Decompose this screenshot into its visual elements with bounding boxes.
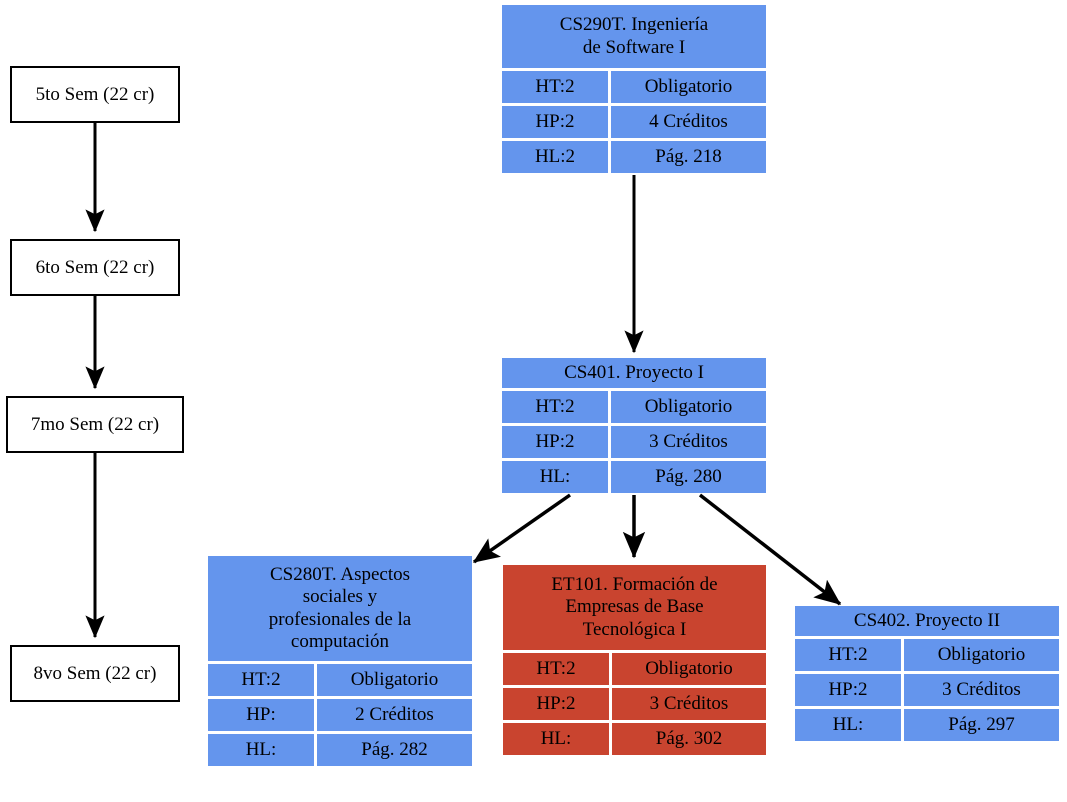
semester-box-7mo[interactable]: 7mo Sem (22 cr) [6, 396, 184, 453]
edge-cs401-cs280t [472, 493, 572, 564]
course-cell-credits: 3 Créditos [611, 426, 766, 458]
course-title-cs290t: CS290T. Ingeniería de Software I [502, 5, 766, 68]
course-cell-page: Pág. 282 [317, 734, 472, 766]
course-node-cs280t[interactable]: CS280T. Aspectos sociales y profesionale… [208, 556, 472, 766]
course-title-line: de Software I [582, 36, 686, 58]
course-row: HP:2 3 Créditos [502, 426, 766, 458]
course-title-line: computación [290, 630, 390, 652]
course-cell-credits: 2 Créditos [317, 699, 472, 731]
course-cell-credits: 3 Créditos [612, 688, 766, 720]
course-cell-category: Obligatorio [317, 664, 472, 696]
course-cell-hours-lab: HL: [502, 461, 608, 493]
course-node-et101[interactable]: ET101. Formación de Empresas de Base Tec… [503, 565, 766, 755]
course-row: HL: Pág. 282 [208, 734, 472, 766]
course-title-line: CS290T. Ingeniería [559, 14, 709, 36]
course-row: HL: Pág. 297 [795, 709, 1059, 741]
course-title-line: Empresas de Base [565, 596, 704, 618]
course-title-line: CS402. Proyecto II [853, 609, 1001, 631]
course-cell-page: Pág. 302 [612, 723, 766, 755]
course-cell-hours-practice: HP:2 [502, 106, 608, 138]
semester-label: 6to Sem (22 cr) [35, 256, 155, 278]
course-row: HT:2 Obligatorio [795, 639, 1059, 671]
course-cell-category: Obligatorio [612, 653, 766, 685]
course-cell-hours-lab: HL:2 [502, 141, 608, 173]
course-title-cs402: CS402. Proyecto II [795, 606, 1059, 636]
course-title-line: sociales y [302, 586, 378, 608]
course-cell-hours-practice: HP:2 [503, 688, 609, 720]
course-cell-hours-theory: HT:2 [795, 639, 901, 671]
semester-box-5to[interactable]: 5to Sem (22 cr) [10, 66, 180, 123]
course-row: HP:2 4 Créditos [502, 106, 766, 138]
semester-box-6to[interactable]: 6to Sem (22 cr) [10, 239, 180, 296]
course-node-cs401[interactable]: CS401. Proyecto I HT:2 Obligatorio HP:2 … [502, 358, 766, 493]
course-row: HP: 2 Créditos [208, 699, 472, 731]
course-title-line: CS401. Proyecto I [564, 361, 704, 383]
course-node-cs290t[interactable]: CS290T. Ingeniería de Software I HT:2 Ob… [502, 5, 766, 173]
course-row: HP:2 3 Créditos [795, 674, 1059, 706]
course-cell-hours-theory: HT:2 [208, 664, 314, 696]
course-row: HP:2 3 Créditos [503, 688, 766, 720]
course-node-cs402[interactable]: CS402. Proyecto II HT:2 Obligatorio HP:2… [795, 606, 1059, 741]
semester-label: 5to Sem (22 cr) [35, 83, 155, 105]
course-cell-hours-lab: HL: [208, 734, 314, 766]
course-row: HT:2 Obligatorio [502, 71, 766, 103]
course-cell-hours-practice: HP:2 [795, 674, 901, 706]
course-cell-hours-theory: HT:2 [502, 391, 608, 423]
course-title-et101: ET101. Formación de Empresas de Base Tec… [503, 565, 766, 650]
course-cell-hours-practice: HP: [208, 699, 314, 731]
semester-label: 7mo Sem (22 cr) [30, 413, 160, 435]
course-row: HL: Pág. 280 [502, 461, 766, 493]
course-cell-page: Pág. 280 [611, 461, 766, 493]
course-row: HT:2 Obligatorio [503, 653, 766, 685]
course-title-line: Tecnológica I [582, 618, 687, 640]
course-cell-page: Pág. 218 [611, 141, 766, 173]
course-cell-hours-theory: HT:2 [503, 653, 609, 685]
course-cell-hours-lab: HL: [795, 709, 901, 741]
course-cell-hours-lab: HL: [503, 723, 609, 755]
semester-label: 8vo Sem (22 cr) [33, 662, 157, 684]
course-title-line: ET101. Formación de [551, 573, 718, 595]
course-row: HT:2 Obligatorio [208, 664, 472, 696]
course-row: HT:2 Obligatorio [502, 391, 766, 423]
course-cell-category: Obligatorio [904, 639, 1059, 671]
semester-box-8vo[interactable]: 8vo Sem (22 cr) [10, 645, 180, 702]
course-title-cs280t: CS280T. Aspectos sociales y profesionale… [208, 556, 472, 661]
course-cell-hours-practice: HP:2 [502, 426, 608, 458]
course-row: HL: Pág. 302 [503, 723, 766, 755]
course-title-line: profesionales de la [268, 608, 412, 630]
course-title-cs401: CS401. Proyecto I [502, 358, 766, 388]
course-cell-credits: 3 Créditos [904, 674, 1059, 706]
course-title-line: CS280T. Aspectos [269, 563, 411, 585]
course-cell-category: Obligatorio [611, 391, 766, 423]
course-row: HL:2 Pág. 218 [502, 141, 766, 173]
course-cell-hours-theory: HT:2 [502, 71, 608, 103]
course-cell-category: Obligatorio [611, 71, 766, 103]
course-cell-credits: 4 Créditos [611, 106, 766, 138]
course-cell-page: Pág. 297 [904, 709, 1059, 741]
